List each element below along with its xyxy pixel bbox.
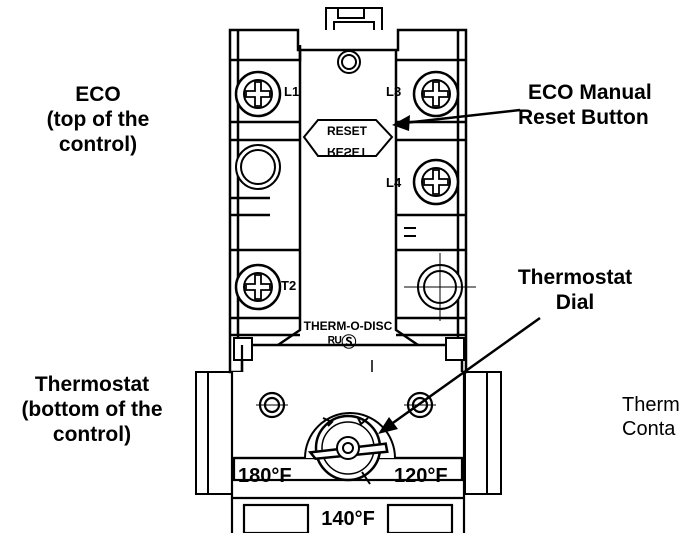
eco-callout-line1: ECO <box>75 83 121 106</box>
dial-setting-180: 180°F <box>238 465 292 487</box>
terminal-screw-t2 <box>234 263 282 311</box>
mounting-flange <box>195 371 502 495</box>
dial-callout-arrow <box>378 316 541 434</box>
terminal-label-t2: T2 <box>281 278 296 293</box>
reset-callout-arrow <box>392 108 521 131</box>
thermostat-dial[interactable] <box>304 412 396 485</box>
eco-callout-line3: control) <box>58 133 138 156</box>
reset-label-mirrored: RESET <box>327 145 368 159</box>
thermostat-callout-line3: control) <box>52 423 132 446</box>
terminal-label-l4: L4 <box>386 175 402 190</box>
eco-reset-callout-line1: ECO Manual <box>528 81 652 104</box>
truncated-callout-line2: Conta <box>622 418 676 440</box>
brand-name: THERM-O-DISC <box>304 319 393 333</box>
terminal-screw-l3 <box>412 70 460 118</box>
top-clip <box>325 7 383 74</box>
thermostat-callout-line2: (bottom of the <box>21 398 163 421</box>
thermostat-dial-callout-line2: Dial <box>555 291 595 314</box>
reset-label: RESET <box>327 124 368 138</box>
terminal-screw-l4 <box>412 158 460 206</box>
eco-callout: ECO (top of the control) <box>8 82 188 157</box>
thermostat-dial-callout-line1: Thermostat <box>517 266 633 289</box>
dial-setting-140: 140°F <box>321 508 375 530</box>
dial-setting-120: 120°F <box>394 465 448 487</box>
right-side-detail <box>404 227 476 361</box>
certification-mark: ᴿᵁⓈ <box>328 333 356 351</box>
eco-reset-callout: ECO Manual Reset Button <box>518 80 680 130</box>
eco-reset-button[interactable]: RESET RESET <box>302 119 394 159</box>
terminal-label-l1: L1 <box>284 84 299 99</box>
truncated-callout: Therm Conta <box>622 393 680 441</box>
truncated-callout-line1: Therm <box>622 394 680 416</box>
left-side-detail <box>233 144 281 361</box>
eco-callout-line2: (top of the <box>46 108 150 131</box>
terminal-label-l3: L3 <box>386 84 401 99</box>
terminal-screw-l1 <box>234 70 282 118</box>
eco-reset-callout-line2: Reset Button <box>518 106 649 129</box>
thermostat-dial-callout: Thermostat Dial <box>500 265 650 315</box>
thermostat-callout-line1: Thermostat <box>34 373 150 396</box>
thermostat-callout: Thermostat (bottom of the control) <box>0 372 184 447</box>
